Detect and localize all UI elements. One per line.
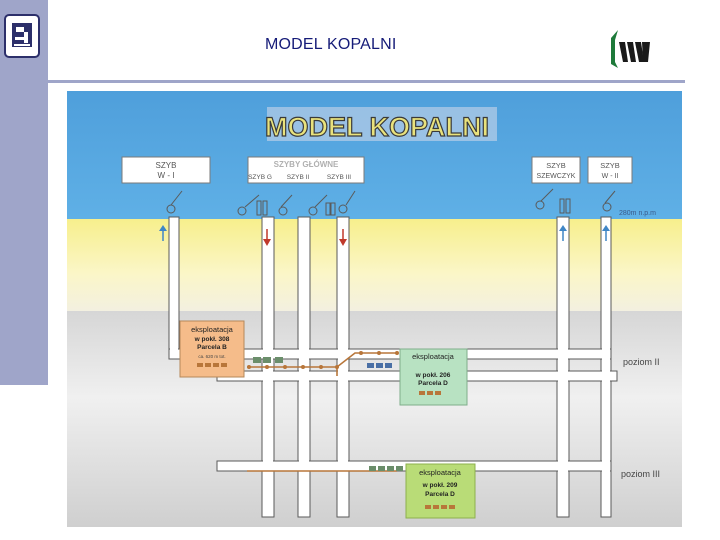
svg-text:SZYB: SZYB <box>156 161 177 170</box>
air-arrows <box>159 225 610 246</box>
diagram-heading-shadow <box>267 107 497 141</box>
shaft-label-main: SZYBY GŁÓWNE SZYB G SZYB II SZYB III <box>247 156 365 184</box>
kw-brand-icon <box>604 28 660 70</box>
level-2-label: poziom II <box>623 357 660 367</box>
svg-text:SZYB: SZYB <box>546 161 566 170</box>
exploitation-box-orange: eksploatacja w pokł. 308 Parcela B ca. 6… <box>179 320 245 378</box>
svg-text:Parcela D: Parcela D <box>425 491 455 498</box>
svg-text:w pokł. 308: w pokł. 308 <box>194 336 230 343</box>
exploitation-box-lime: eksploatacja w pokł. 209 Parcela D <box>405 463 476 519</box>
shaft-label-szewczyk: SZYB SZEWCZYK <box>531 156 581 184</box>
svg-text:eksploatacja: eksploatacja <box>412 352 455 361</box>
svg-text:SZYB G: SZYB G <box>248 174 272 181</box>
ground-layer <box>67 311 682 527</box>
svg-text:SZYB II: SZYB II <box>287 174 310 181</box>
svg-text:Parcela B: Parcela B <box>197 344 227 351</box>
diagram-heading: MODEL KOPALNI <box>265 112 489 142</box>
svg-text:Parcela D: Parcela D <box>418 380 448 387</box>
svg-text:eksploatacja: eksploatacja <box>419 468 462 477</box>
svg-text:eksploatacja: eksploatacja <box>191 325 234 334</box>
svg-text:SZYBY GŁÓWNE: SZYBY GŁÓWNE <box>274 160 339 169</box>
headframes <box>166 188 616 216</box>
svg-text:w pokł. 206: w pokł. 206 <box>415 372 451 379</box>
slide-divider <box>30 80 685 83</box>
svg-text:W - II: W - II <box>602 173 619 180</box>
svg-text:SZYB: SZYB <box>600 161 620 170</box>
mine-cars <box>253 357 403 471</box>
shaft-label-w2: SZYB W - II <box>587 156 633 184</box>
svg-text:w pokł. 209: w pokł. 209 <box>422 482 458 489</box>
exploitation-box-green: eksploatacja w pokł. 206 Parcela D <box>399 348 468 406</box>
slide-sidebar <box>0 0 48 385</box>
elevation-label: 280m n.p.m <box>619 210 656 217</box>
svg-text:SZYB III: SZYB III <box>327 174 351 181</box>
surface-layer <box>67 219 682 311</box>
svg-text:ca. 620 m tot.: ca. 620 m tot. <box>198 354 225 359</box>
mine-model-diagram: MODEL KOPALNI <box>67 91 682 527</box>
svg-text:SZEWCZYK: SZEWCZYK <box>537 173 576 180</box>
shaft-label-w1: SZYB W - I <box>121 156 211 184</box>
page-title: MODEL KOPALNI <box>265 36 397 53</box>
svg-text:W - I: W - I <box>158 171 175 180</box>
rail-nodes <box>247 351 399 369</box>
miner-icon <box>4 14 40 58</box>
level-3-label: poziom III <box>621 469 660 479</box>
